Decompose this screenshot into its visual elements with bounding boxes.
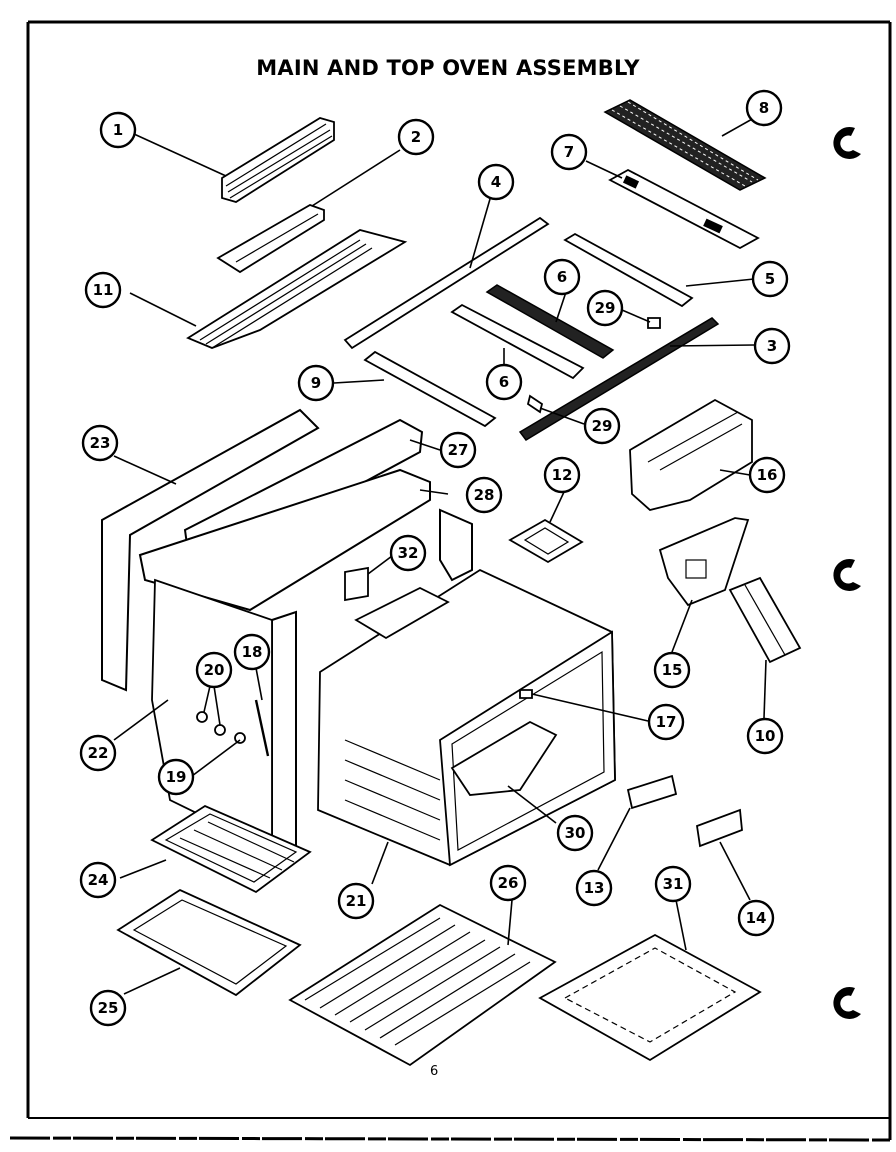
part-19-washer bbox=[234, 732, 246, 744]
part-side-insulation bbox=[271, 508, 473, 864]
part-3-rail bbox=[518, 317, 720, 441]
leader-lines bbox=[113, 117, 767, 995]
callout-18: 18 bbox=[242, 643, 263, 661]
callout-6-a: 6 bbox=[557, 268, 567, 286]
part-6-support-b bbox=[450, 303, 585, 380]
part-2-trim bbox=[216, 204, 325, 274]
callout-9: 9 bbox=[311, 374, 321, 392]
callout-31: 31 bbox=[663, 875, 684, 893]
part-5-channel bbox=[563, 232, 694, 308]
part-28-insulation bbox=[138, 468, 431, 612]
callout-29-b: 29 bbox=[592, 417, 613, 435]
part-29-clip-b bbox=[526, 394, 544, 414]
part-11-baffle bbox=[186, 229, 408, 349]
callout-25: 25 bbox=[98, 999, 119, 1017]
callout-23: 23 bbox=[90, 434, 111, 452]
part-23-insulation bbox=[101, 408, 320, 692]
part-24-rack bbox=[150, 804, 312, 894]
callout-15: 15 bbox=[662, 661, 683, 679]
part-25-pan bbox=[116, 888, 302, 997]
page-border bbox=[9, 20, 892, 1142]
callout-19: 19 bbox=[166, 768, 187, 786]
callout-3: 3 bbox=[767, 337, 777, 355]
callout-32: 32 bbox=[398, 544, 419, 562]
callout-29-a: 29 bbox=[595, 299, 616, 317]
part-14-knob bbox=[696, 808, 743, 848]
part-12-gasket bbox=[508, 518, 584, 564]
part-6-support-a bbox=[485, 284, 615, 359]
part-17-tab bbox=[519, 689, 533, 699]
callout-12: 12 bbox=[552, 466, 573, 484]
part-4-rail bbox=[343, 216, 550, 350]
part-10-duct bbox=[728, 576, 802, 664]
part-15-duct bbox=[658, 517, 750, 607]
callout-27: 27 bbox=[448, 441, 469, 459]
part-31-tray bbox=[538, 933, 762, 1062]
callout-16: 16 bbox=[757, 466, 778, 484]
callout-4: 4 bbox=[491, 173, 501, 191]
part-7-panel bbox=[608, 168, 760, 250]
callout-11: 11 bbox=[93, 281, 114, 299]
part-1-vent bbox=[221, 117, 335, 203]
callout-30: 30 bbox=[565, 824, 586, 842]
part-8-grill bbox=[603, 99, 767, 191]
part-30-drip-tray bbox=[450, 720, 558, 796]
callout-22: 22 bbox=[88, 744, 109, 762]
callout-7: 7 bbox=[564, 143, 574, 161]
part-32-bracket bbox=[344, 566, 369, 602]
callout-circles bbox=[79, 89, 791, 1027]
callout-8: 8 bbox=[759, 99, 769, 117]
callout-1: 1 bbox=[113, 121, 123, 139]
part-13-knob bbox=[626, 774, 678, 810]
part-26-rack bbox=[288, 903, 557, 1067]
callout-21: 21 bbox=[346, 892, 367, 910]
part-29-clip-a bbox=[647, 317, 661, 329]
callout-14: 14 bbox=[746, 909, 767, 927]
callout-10: 10 bbox=[755, 727, 776, 745]
page-number: 6 bbox=[430, 1064, 439, 1079]
binder-holes bbox=[833, 126, 861, 1019]
callout-17: 17 bbox=[656, 713, 677, 731]
callout-24: 24 bbox=[88, 871, 109, 889]
callout-6-b: 6 bbox=[499, 373, 509, 391]
diagram-title: MAIN AND TOP OVEN ASSEMBLY bbox=[256, 56, 640, 80]
part-18-rod bbox=[254, 699, 270, 757]
part-16-shield bbox=[629, 398, 753, 511]
callout-26: 26 bbox=[498, 874, 519, 892]
callout-20: 20 bbox=[204, 661, 225, 679]
callout-2: 2 bbox=[411, 128, 421, 146]
part-9-support bbox=[363, 350, 497, 428]
callout-28: 28 bbox=[474, 486, 495, 504]
callout-5: 5 bbox=[765, 270, 775, 288]
callout-13: 13 bbox=[584, 879, 605, 897]
